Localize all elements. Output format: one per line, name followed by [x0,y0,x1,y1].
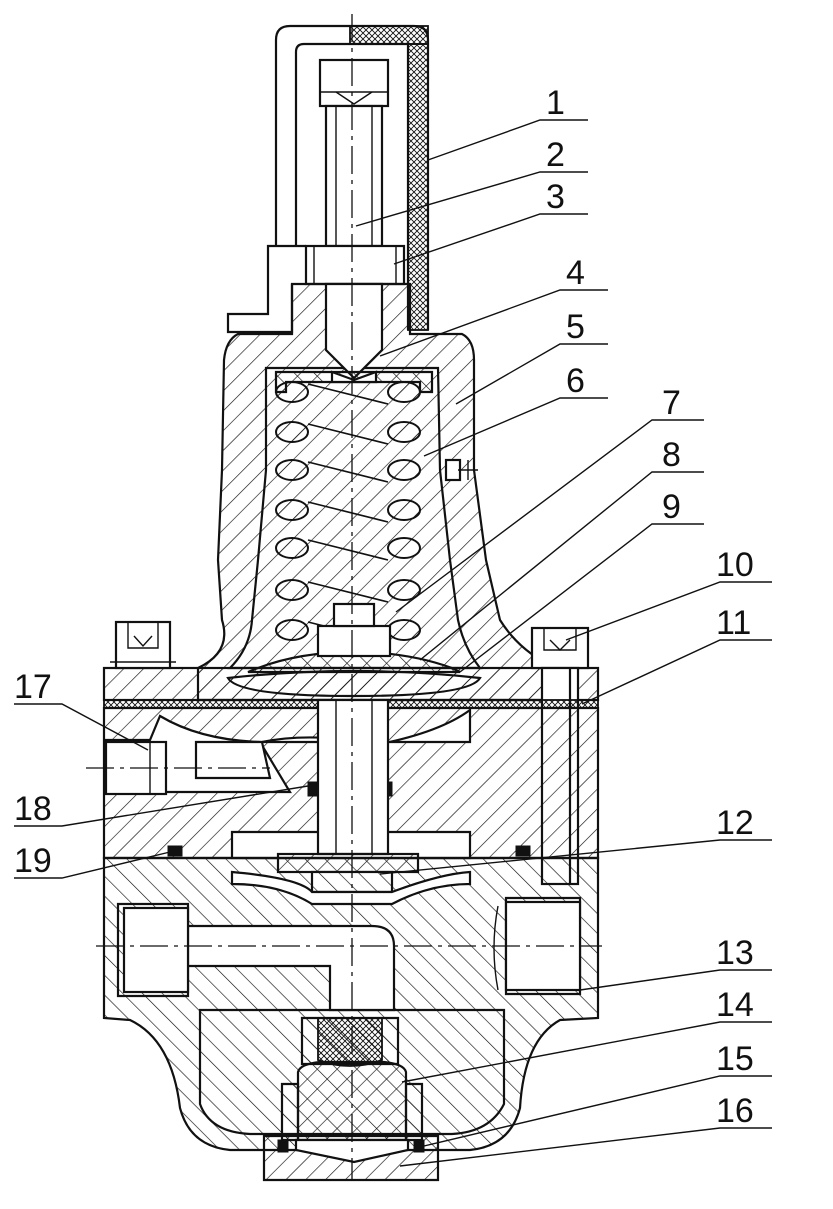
spring-coil-right-6 [387,619,421,641]
spring-coil-right-0 [387,381,421,403]
spring-coil-left-0 [275,381,309,403]
upper-flange [102,666,600,702]
o-ring-18a [307,781,319,797]
spring-coil-link-2 [307,461,389,483]
callout-11: 11 [716,604,751,642]
callout-17: 17 [14,668,52,706]
callout-8: 8 [662,436,681,474]
spring-coil-left-4 [275,537,309,559]
lock-nut [304,244,406,286]
spring-coil-left-3 [275,499,309,521]
callout-6: 6 [566,362,585,400]
callout-10: 10 [716,546,754,584]
valve-disc-insert [317,1017,383,1067]
callout-4: 4 [566,254,585,292]
inlet-port [122,906,190,994]
callout-9: 9 [662,488,681,526]
valve-disc [296,1060,408,1142]
spring-coil-left-1 [275,421,309,443]
valve-stem [316,698,390,856]
spring-coil-link-4 [307,539,389,561]
callout-7: 7 [662,384,681,422]
spring-coil-right-3 [387,499,421,521]
callout-19: 19 [14,842,52,880]
spring-coil-link-5 [307,581,389,603]
spring-coil-link-0 [307,383,389,405]
callout-18: 18 [14,790,52,828]
spring-coil-left-2 [275,459,309,481]
callout-16: 16 [716,1092,754,1130]
spring-coil-right-1 [387,421,421,443]
o-ring-19a [167,845,183,857]
spring-coil-left-6 [275,619,309,641]
cap [274,24,430,331]
spring-coil-right-2 [387,459,421,481]
spring-coil-link-1 [307,423,389,445]
spring-coil-right-5 [387,579,421,601]
spring-coil-right-4 [387,537,421,559]
callout-2: 2 [546,136,565,174]
spring-coil-left-5 [275,579,309,601]
screw-bore [324,282,384,380]
spring-coil-link-3 [307,501,389,523]
callouts: 1 2 3 4 5 6 7 8 9 10 11 12 13 14 15 16 1… [14,84,772,1167]
callout-15: 15 [716,1040,754,1078]
bolt-left [110,620,176,670]
callout-12: 12 [716,804,754,842]
callout-1: 1 [546,84,565,122]
callout-5: 5 [566,308,585,346]
adjusting-screw [318,58,390,248]
vent-hole [444,458,462,482]
callout-13: 13 [716,934,754,972]
callout-14: 14 [716,986,754,1024]
spring [275,381,421,643]
stem-nut [316,624,392,658]
o-ring-19b [515,845,531,857]
callout-3: 3 [546,178,565,216]
